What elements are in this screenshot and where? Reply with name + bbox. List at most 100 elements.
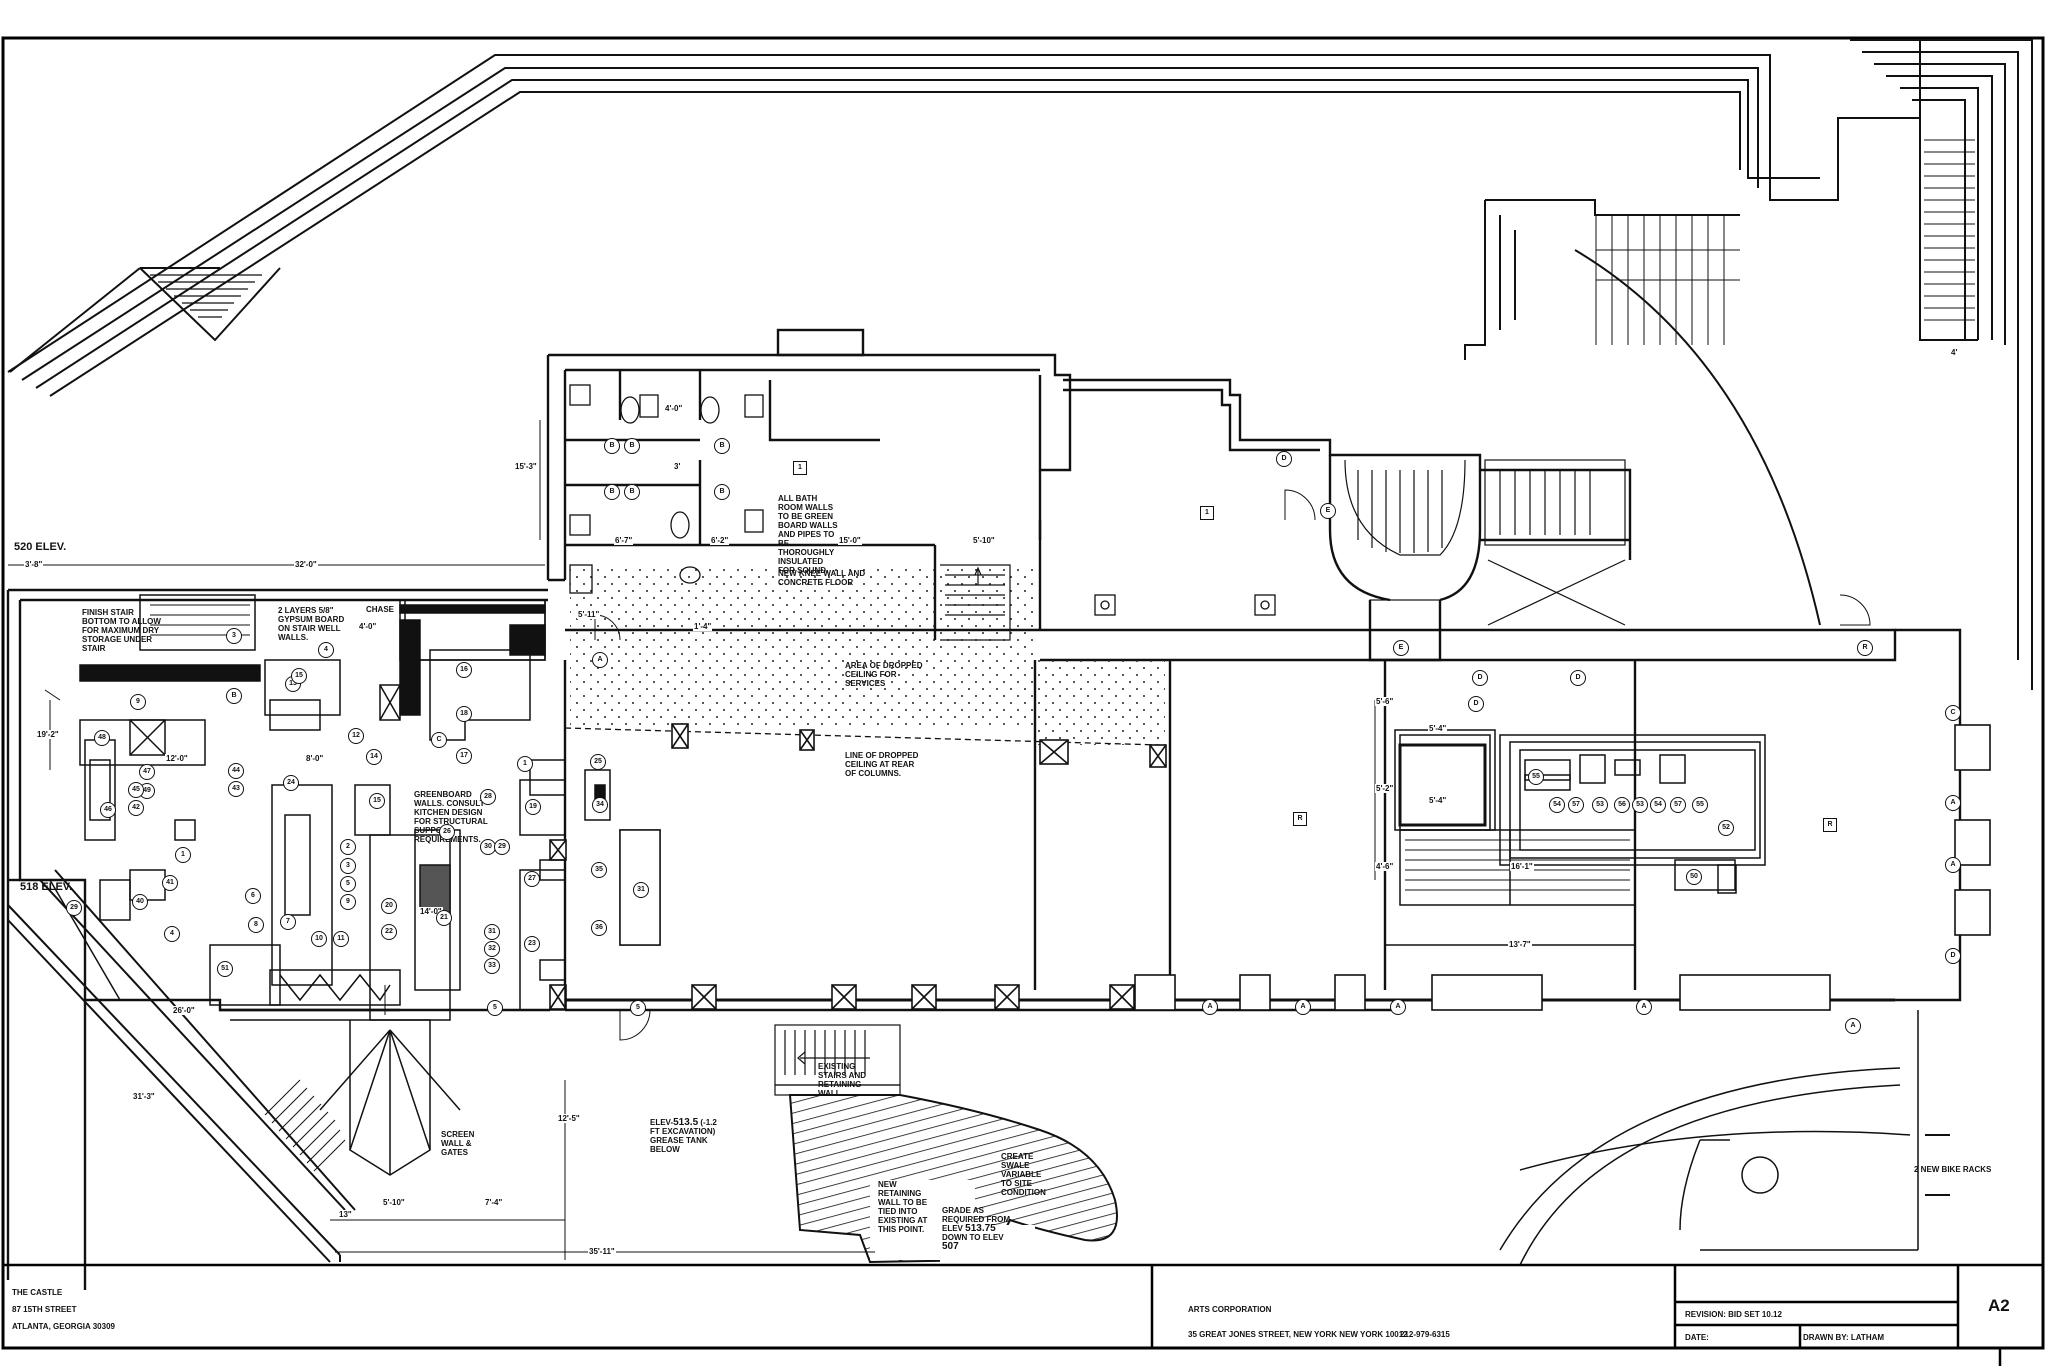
equipment-tag: 6: [245, 888, 261, 904]
equipment-tag: 45: [128, 782, 144, 798]
dimension: 13": [338, 1210, 353, 1219]
project-city: ATLANTA, GEORGIA 30309: [12, 1322, 115, 1331]
note-grade: GRADE AS REQUIRED FROM ELEV 513.75 DOWN …: [942, 1206, 1010, 1252]
equipment-tag: 11: [333, 931, 349, 947]
dimension: 4': [1950, 348, 1959, 357]
door-tag: A: [1845, 1018, 1861, 1034]
note-existing-stairs: EXISTING STAIRS AND RETAINING WALL: [818, 1062, 866, 1098]
door-tag: A: [1202, 999, 1218, 1015]
dimension: 7'-4": [484, 1198, 504, 1207]
equipment-tag: 41: [162, 875, 178, 891]
room-tag: R: [1823, 818, 1837, 832]
dimension: 32'-0": [294, 560, 318, 569]
equipment-tag: 3: [226, 628, 242, 644]
project-name: THE CASTLE: [12, 1288, 63, 1297]
room-tag: 1: [1200, 506, 1214, 520]
room-tag: 1: [793, 461, 807, 475]
equipment-tag: 31: [484, 924, 500, 940]
dimension: 3'-8": [24, 560, 44, 569]
door-tag: R: [1857, 640, 1873, 656]
note-finish-stair: FINISH STAIR BOTTOM TO ALLOW FOR MAXIMUM…: [82, 608, 161, 653]
dimension: 5'-4": [1428, 724, 1448, 733]
equipment-tag: 4: [164, 926, 180, 942]
dimension: 3': [673, 462, 682, 471]
dimension: 5'-10": [972, 536, 996, 545]
equipment-tag: 15: [369, 793, 385, 809]
equipment-tag: 32: [484, 941, 500, 957]
elevation-518: 518 ELEV.: [20, 881, 73, 893]
door-tag: C: [1945, 705, 1961, 721]
note-grease-tank: ELEV-513.5 (-1.2 FT EXCAVATION) GREASE T…: [650, 1117, 717, 1155]
equipment-tag: 55: [1528, 769, 1544, 785]
note-chase: CHASE: [366, 605, 395, 614]
door-tag: A: [1636, 999, 1652, 1015]
equipment-tag: 57: [1568, 797, 1584, 813]
elevation-520: 520 ELEV.: [14, 541, 67, 553]
equipment-tag: 33: [484, 958, 500, 974]
door-swings: [44, 489, 1871, 1041]
note-bathroom: ALL BATH ROOM WALLS TO BE GREEN BOARD WA…: [778, 494, 838, 575]
equipment-tag: 54: [1549, 797, 1565, 813]
fixture-tag: B: [714, 484, 730, 500]
equipment-tag: 55: [1692, 797, 1708, 813]
dropped-ceiling-area: [570, 565, 1035, 725]
dimension: 6'-2": [710, 536, 730, 545]
note-swale: CREATE SWALE VARIABLE TO SITE CONDITION: [1001, 1152, 1046, 1197]
equipment-tag: 15: [291, 668, 307, 684]
equipment-tag: 8: [248, 917, 264, 933]
equipment-tag: 35: [591, 862, 607, 878]
bathroom-fixtures: [569, 384, 1276, 616]
equipment-tag: 26: [439, 824, 455, 840]
equipment-tag: 5: [487, 1000, 503, 1016]
fixture-tag: B: [604, 484, 620, 500]
equipment-tag: 3: [340, 858, 356, 874]
equipment-tag: 18: [456, 706, 472, 722]
door-tag: D: [1945, 948, 1961, 964]
equipment-room: [1384, 659, 1766, 946]
existing-stairs: [774, 1024, 901, 1096]
equipment-tag: 12: [348, 728, 364, 744]
door-tag: D: [1276, 451, 1292, 467]
equipment-tag: B: [226, 688, 242, 704]
diagonal-wall-lower: [7, 869, 356, 1263]
dimension: 19'-2": [36, 730, 60, 739]
screen-wall: [230, 1019, 461, 1176]
dimension: 15'-0": [838, 536, 862, 545]
equipment-tag: C: [431, 732, 447, 748]
equipment-tag: 1: [175, 847, 191, 863]
stair-vestibule: [1344, 459, 1626, 661]
equipment-tag: 9: [340, 894, 356, 910]
fixture-tag: B: [624, 484, 640, 500]
dimension: 6'-7": [614, 536, 634, 545]
dimension: 4'-0": [664, 404, 684, 413]
door-tag: A: [1945, 857, 1961, 873]
note-dropped-ceiling: AREA OF DROPPED CEILING FOR SERVICES: [845, 661, 923, 688]
equipment-tag: 21: [436, 910, 452, 926]
sheet-border: [1, 36, 2045, 1350]
equipment-tag: 16: [456, 662, 472, 678]
dimension: 15'-3": [514, 462, 538, 471]
dimension: 13'-7": [1508, 940, 1532, 949]
equipment-tag: 36: [591, 920, 607, 936]
columns: [549, 723, 1991, 1011]
dimension: 35'-11": [588, 1247, 616, 1256]
note-knee-wall: NEW KNEE WALL AND CONCRETE FLOOR: [778, 569, 866, 587]
dimension: 12'-0": [165, 754, 189, 763]
equipment-tag: 24: [283, 775, 299, 791]
dimension: 5'-6": [1375, 697, 1395, 706]
stair-lower-left: [264, 1079, 346, 1172]
dimension: 26'-0": [172, 1006, 196, 1015]
equipment-tag: 50: [1686, 869, 1702, 885]
equipment-tag: 5: [340, 876, 356, 892]
dimension: 4'-6": [1375, 862, 1395, 871]
fixture-tag: B: [624, 438, 640, 454]
note-gypsum: 2 LAYERS 5/8" GYPSUM BOARD ON STAIR WELL…: [278, 606, 345, 642]
firm-phone: 212-979-6315: [1400, 1330, 1450, 1339]
equipment-tag: 51: [217, 961, 233, 977]
note-screen-wall: SCREEN WALL & GATES: [441, 1130, 475, 1157]
door-tag: D: [1472, 670, 1488, 686]
equipment-tag: 14: [366, 749, 382, 765]
drawn-by-field: DRAWN BY: LATHAM: [1803, 1333, 1885, 1342]
dimension: 8'-0": [305, 754, 325, 763]
equipment-tag: 27: [524, 871, 540, 887]
